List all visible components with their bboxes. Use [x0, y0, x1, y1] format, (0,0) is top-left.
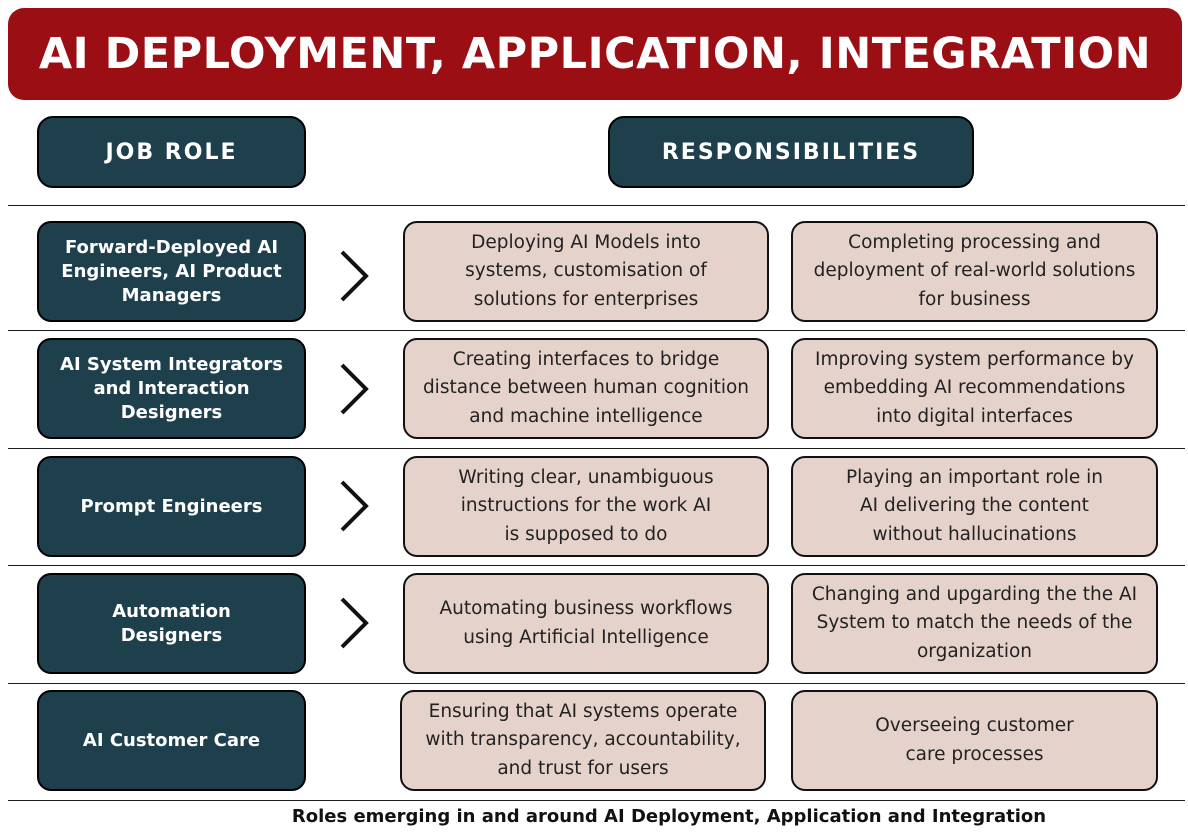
job-role-header: JOB ROLE [37, 116, 306, 188]
role-label: AI Customer Care [82, 729, 261, 751]
figure-caption: Roles emerging in and around AI Deployme… [291, 806, 1047, 827]
responsibility-text: Deploying AI Models into systems, custom… [465, 231, 707, 310]
responsibility-box: Changing and upgarding the the AI System… [791, 573, 1158, 674]
responsibilities-header-label: RESPONSIBILITIES [661, 139, 921, 165]
responsibility-box: Completing processing and deployment of … [791, 221, 1158, 322]
role-label: AI System Integrators and Interaction De… [60, 353, 283, 423]
responsibility-text: Ensuring that AI systems operate with tr… [425, 700, 741, 779]
responsibility-box: Creating interfaces to bridge distance b… [403, 338, 769, 439]
divider-line [8, 330, 1185, 331]
role-label: Prompt Engineers [80, 495, 263, 517]
responsibility-text: Overseeing customer care processes [875, 715, 1074, 765]
chevron-right-icon [340, 363, 369, 415]
chevron-right-icon [340, 480, 369, 532]
role-label: Forward-Deployed AI Engineers, AI Produc… [61, 236, 282, 306]
title-banner: AI DEPLOYMENT, APPLICATION, INTEGRATION [8, 8, 1182, 100]
role-box: Prompt Engineers [37, 456, 306, 557]
responsibility-text: Playing an important role in AI deliveri… [845, 466, 1104, 545]
role-label: Automation Designers [112, 600, 231, 646]
responsibility-text: Completing processing and deployment of … [813, 231, 1136, 310]
job-role-header-label: JOB ROLE [105, 139, 238, 165]
chevron-right-icon [340, 250, 369, 302]
responsibility-box: Playing an important role in AI deliveri… [791, 456, 1158, 557]
responsibility-box: Writing clear, unambiguous instructions … [403, 456, 769, 557]
divider-line [8, 448, 1185, 449]
role-box: AI Customer Care [37, 690, 306, 791]
responsibility-text: Automating business workflows using Arti… [439, 598, 733, 648]
responsibility-text: Creating interfaces to bridge distance b… [422, 348, 750, 427]
divider-line [8, 205, 1185, 206]
role-box: Automation Designers [37, 573, 306, 674]
responsibility-box: Ensuring that AI systems operate with tr… [400, 690, 766, 791]
divider-line [8, 565, 1185, 566]
role-box: Forward-Deployed AI Engineers, AI Produc… [37, 221, 306, 322]
role-box: AI System Integrators and Interaction De… [37, 338, 306, 439]
chevron-right-icon [340, 597, 369, 649]
divider-line [8, 800, 1185, 801]
responsibility-text: Writing clear, unambiguous instructions … [458, 466, 714, 545]
responsibility-box: Automating business workflows using Arti… [403, 573, 769, 674]
responsibility-box: Deploying AI Models into systems, custom… [403, 221, 769, 322]
responsibilities-header: RESPONSIBILITIES [608, 116, 974, 188]
divider-line [8, 683, 1185, 684]
responsibility-text: Changing and upgarding the the AI System… [811, 583, 1138, 662]
responsibility-box: Improving system performance by embeddin… [791, 338, 1158, 439]
responsibility-text: Improving system performance by embeddin… [815, 348, 1134, 427]
page-title: AI DEPLOYMENT, APPLICATION, INTEGRATION [38, 29, 1152, 79]
responsibility-box: Overseeing customer care processes [791, 690, 1158, 791]
